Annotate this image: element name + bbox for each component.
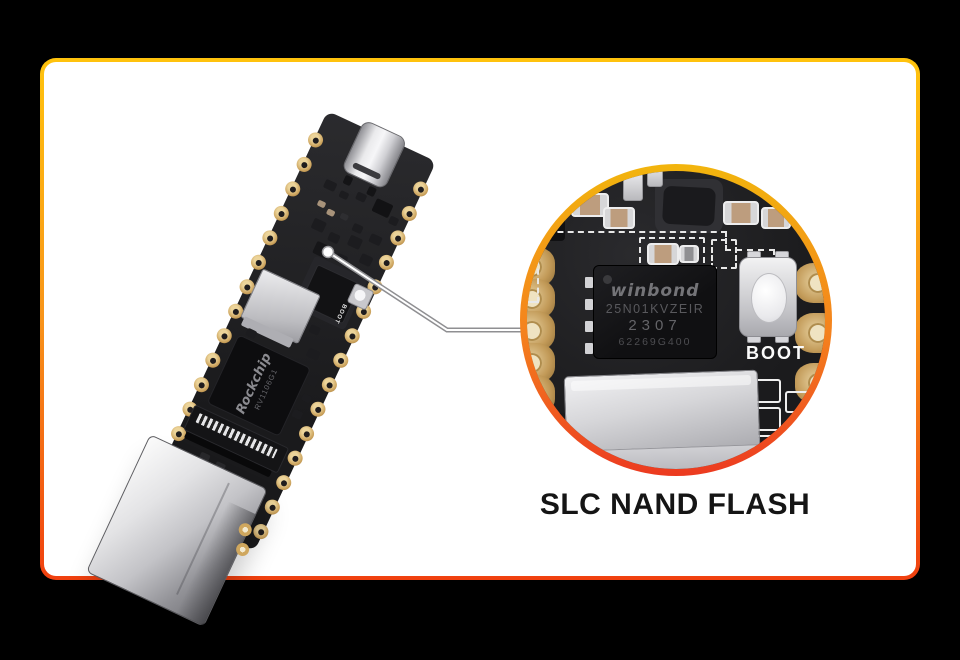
smd-component (310, 217, 327, 234)
microsd-hook (551, 431, 565, 441)
smd-component (291, 408, 304, 421)
smd-component (346, 234, 364, 250)
magnified-pcb-view: winbond 25N01KVZEIR 2307 62269G400 BOOT (527, 171, 825, 469)
chip-pin (585, 321, 593, 332)
smd-component (387, 215, 400, 227)
microsd-slot-magnified (563, 369, 761, 455)
chip-pin (585, 277, 593, 288)
chip-lot-code: 62269G400 (618, 336, 692, 348)
smd-component (306, 376, 319, 388)
magnifier-circle: winbond 25N01KVZEIR 2307 62269G400 BOOT (520, 164, 832, 476)
silkscreen-box (785, 421, 809, 443)
smd-component (322, 178, 338, 193)
silkscreen-line (527, 301, 539, 303)
chip-brand-text: winbond (610, 281, 700, 301)
chip-pin (585, 343, 593, 354)
smd-component (326, 231, 341, 245)
slc-nand-flash-chip: winbond 25N01KVZEIR 2307 62269G400 (593, 265, 717, 359)
silkscreen-line (537, 231, 727, 233)
chip-date-code: 2307 (628, 317, 682, 334)
smd-component (358, 252, 374, 268)
silkscreen-line (537, 231, 539, 303)
silkscreen-line (725, 231, 727, 251)
microsd-hook (551, 413, 565, 425)
caption-text: SLC NAND FLASH (539, 488, 811, 521)
smd-resistor (316, 199, 327, 209)
silkscreen-box (711, 239, 737, 269)
smd-resistor (723, 201, 759, 225)
smd-resistor (603, 207, 635, 229)
boot-label: BOOT (746, 343, 806, 363)
castellated-pad (527, 407, 555, 447)
chip-part-number: 25N01KVZEIR (605, 302, 705, 316)
smd-resistor (679, 245, 699, 263)
smd-component (305, 347, 321, 361)
castellated-pad (795, 313, 825, 353)
boot-button-dome (751, 273, 787, 323)
castellated-pad (795, 413, 825, 453)
soc-marking: Rockchip RV1106G1 (234, 351, 284, 421)
castellated-pad (795, 263, 825, 303)
capacitor (647, 171, 663, 187)
smd-component (365, 185, 378, 198)
smd-resistor (647, 243, 679, 265)
framed-panel: BOOT Rockchip RV1106G1 (40, 58, 920, 627)
castellated-pad (795, 363, 825, 403)
smd-resistor (325, 208, 336, 218)
smd-ic (527, 201, 565, 241)
smd-component (338, 190, 350, 201)
capacitor (623, 173, 643, 201)
smd-component (368, 233, 383, 247)
smd-resistor (571, 193, 609, 217)
silkscreen-line (725, 249, 775, 251)
chip-pin (585, 299, 593, 310)
inductor (655, 179, 723, 233)
smd-component (334, 252, 349, 266)
smd-component (339, 212, 350, 222)
smd-component (300, 393, 313, 404)
smd-component (351, 222, 364, 235)
smd-resistor (761, 207, 791, 229)
silkscreen-box (785, 391, 809, 413)
smd-component (342, 174, 354, 187)
smd-component (308, 324, 321, 336)
